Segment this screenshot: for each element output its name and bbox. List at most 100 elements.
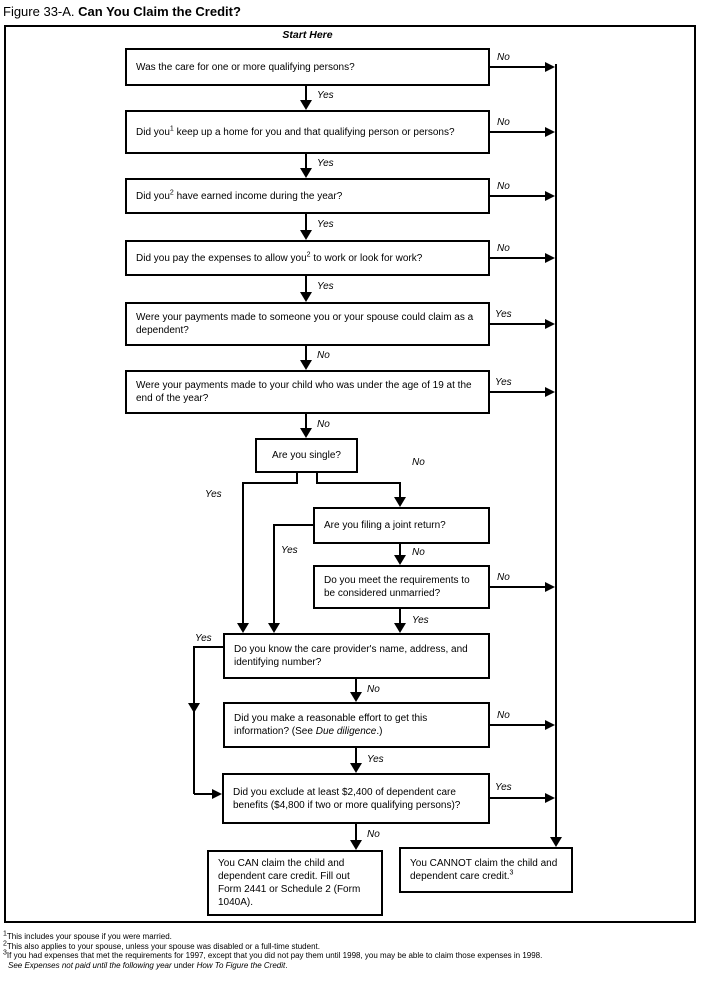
box-keep-up-home: Did you1 keep up a home for you and that…: [125, 110, 490, 154]
edge-label-q8-no: No: [412, 547, 425, 558]
flowchart-border: [4, 25, 696, 923]
arrowhead-joint-no: [394, 555, 406, 565]
box-cannot-claim: You CANNOT claim the child and dependent…: [399, 847, 573, 893]
arrowhead-single-no: [394, 497, 406, 507]
arrowhead-joint-yes: [268, 623, 280, 633]
box-can-claim-text: You CAN claim the child and dependent ca…: [218, 858, 361, 908]
edge-label-q5-yes: Yes: [495, 309, 512, 320]
connector-joint-yes-down: [273, 524, 275, 624]
box-payments-dependent: Were your payments made to someone you o…: [125, 302, 490, 346]
arrowhead-q3-no: [545, 191, 555, 201]
connector-q1-no: [490, 66, 545, 68]
edge-label-q1-no: No: [497, 52, 510, 63]
connector-q11-no: [490, 724, 545, 726]
box-pay-expenses: Did you pay the expenses to allow you2 t…: [125, 240, 490, 276]
connector-single-no-down: [399, 482, 401, 498]
figure-title-bold: Can You Claim the Credit?: [78, 4, 241, 19]
footnote-3-continued: See Expenses not paid until the followin…: [8, 960, 288, 970]
box-payments-child-text: Were your payments made to your child wh…: [136, 380, 472, 404]
arrowhead-single-yes: [237, 623, 249, 633]
arrowhead-effort-yes: [350, 763, 362, 773]
arrowhead-provider-yes-into-exclude: [212, 789, 222, 799]
box-qualifying-persons: Was the care for one or more qualifying …: [125, 48, 490, 86]
connector-q5-no: [305, 346, 307, 362]
connector-single-yes-down: [242, 482, 244, 624]
connector-single-no-drop: [316, 473, 318, 484]
arrowhead-provider-no: [350, 692, 362, 702]
connector-exclude-no-down: [355, 824, 357, 842]
connector-q5-yes: [490, 323, 545, 325]
box-payments-dependent-text: Were your payments made to someone you o…: [136, 312, 474, 336]
arrowhead-q12-yes: [545, 793, 555, 803]
connector-single-yes-drop: [296, 473, 298, 484]
box-qualifying-persons-text: Was the care for one or more qualifying …: [136, 61, 355, 73]
arrowhead-q9-no: [545, 582, 555, 592]
arrowhead-exclude-no: [350, 840, 362, 850]
box-care-provider-info-text: Do you know the care provider's name, ad…: [234, 644, 468, 668]
box-keep-up-home-text: Did you1 keep up a home for you and that…: [136, 125, 455, 138]
figure-title: Figure 33-A. Can You Claim the Credit?: [3, 4, 241, 19]
edge-label-q3-yes: Yes: [317, 219, 334, 230]
box-reasonable-effort: Did you make a reasonable effort to get …: [223, 702, 490, 748]
edge-label-q6-no: No: [317, 419, 330, 430]
arrowhead-unmarried-yes: [394, 623, 406, 633]
connector-q3-yes: [305, 214, 307, 232]
edge-label-q5-no: No: [317, 350, 330, 361]
edge-label-q4-no: No: [497, 243, 510, 254]
connector-q4-no: [490, 257, 545, 259]
edge-label-q4-yes: Yes: [317, 281, 334, 292]
connector-provider-yes-left: [194, 646, 223, 648]
box-can-claim: You CAN claim the child and dependent ca…: [207, 850, 383, 916]
box-are-you-single-text: Are you single?: [272, 450, 341, 461]
arrowhead-q4-yes: [300, 292, 312, 302]
connector-q3-no: [490, 195, 545, 197]
edge-label-q7-yes: Yes: [205, 489, 222, 500]
box-considered-unmarried-text: Do you meet the requirements to be consi…: [324, 575, 470, 599]
footnote-1: 1This includes your spouse if you were m…: [3, 930, 172, 941]
box-payments-child: Were your payments made to your child wh…: [125, 370, 490, 414]
box-earned-income-text: Did you2 have earned income during the y…: [136, 189, 343, 202]
arrowhead-q3-yes: [300, 230, 312, 240]
arrowhead-q4-no: [545, 253, 555, 263]
connector-joint-no-down: [399, 544, 401, 557]
connector-joint-yes-left: [274, 524, 313, 526]
figure-title-prefix: Figure 33-A.: [3, 4, 79, 19]
connector-q12-yes: [490, 797, 545, 799]
connector-q6-no: [305, 414, 307, 430]
arrowhead-q5-no: [300, 360, 312, 370]
connector-q9-no: [490, 586, 545, 588]
connector-q6-yes: [490, 391, 545, 393]
connector-provider-no-down: [355, 679, 357, 694]
edge-label-q9-yes: Yes: [412, 615, 429, 626]
arrowhead-provider-yes-mid: [188, 703, 200, 713]
arrowhead-collector-to-cannot: [550, 837, 562, 847]
arrowhead-q6-no: [300, 428, 312, 438]
edge-label-q2-no: No: [497, 117, 510, 128]
arrowhead-q1-no: [545, 62, 555, 72]
connector-collector: [555, 64, 557, 839]
edge-label-q3-no: No: [497, 181, 510, 192]
arrowhead-q5-yes: [545, 319, 555, 329]
edge-label-q8-yes: Yes: [281, 545, 298, 556]
edge-label-q1-yes: Yes: [317, 90, 334, 101]
connector-q2-no: [490, 131, 545, 133]
connector-unmarried-yes-down: [399, 609, 401, 625]
box-care-provider-info: Do you know the care provider's name, ad…: [223, 633, 490, 679]
edge-label-q12-yes: Yes: [495, 782, 512, 793]
edge-label-q6-yes: Yes: [495, 377, 512, 388]
arrowhead-q2-no: [545, 127, 555, 137]
box-pay-expenses-text: Did you pay the expenses to allow you2 t…: [136, 251, 423, 264]
connector-single-no-right: [316, 482, 401, 484]
edge-label-q2-yes: Yes: [317, 158, 334, 169]
arrowhead-q1-yes: [300, 100, 312, 110]
footnotes: 1This includes your spouse if you were m…: [3, 930, 723, 970]
arrowhead-q2-yes: [300, 168, 312, 178]
arrowhead-q11-no: [545, 720, 555, 730]
box-joint-return-text: Are you filing a joint return?: [324, 520, 446, 531]
footnote-2: 2This also applies to your spouse, unles…: [3, 939, 320, 951]
edge-label-q10-yes: Yes: [195, 633, 212, 644]
connector-q4-yes: [305, 276, 307, 294]
connector-q1-yes: [305, 86, 307, 102]
box-earned-income: Did you2 have earned income during the y…: [125, 178, 490, 214]
